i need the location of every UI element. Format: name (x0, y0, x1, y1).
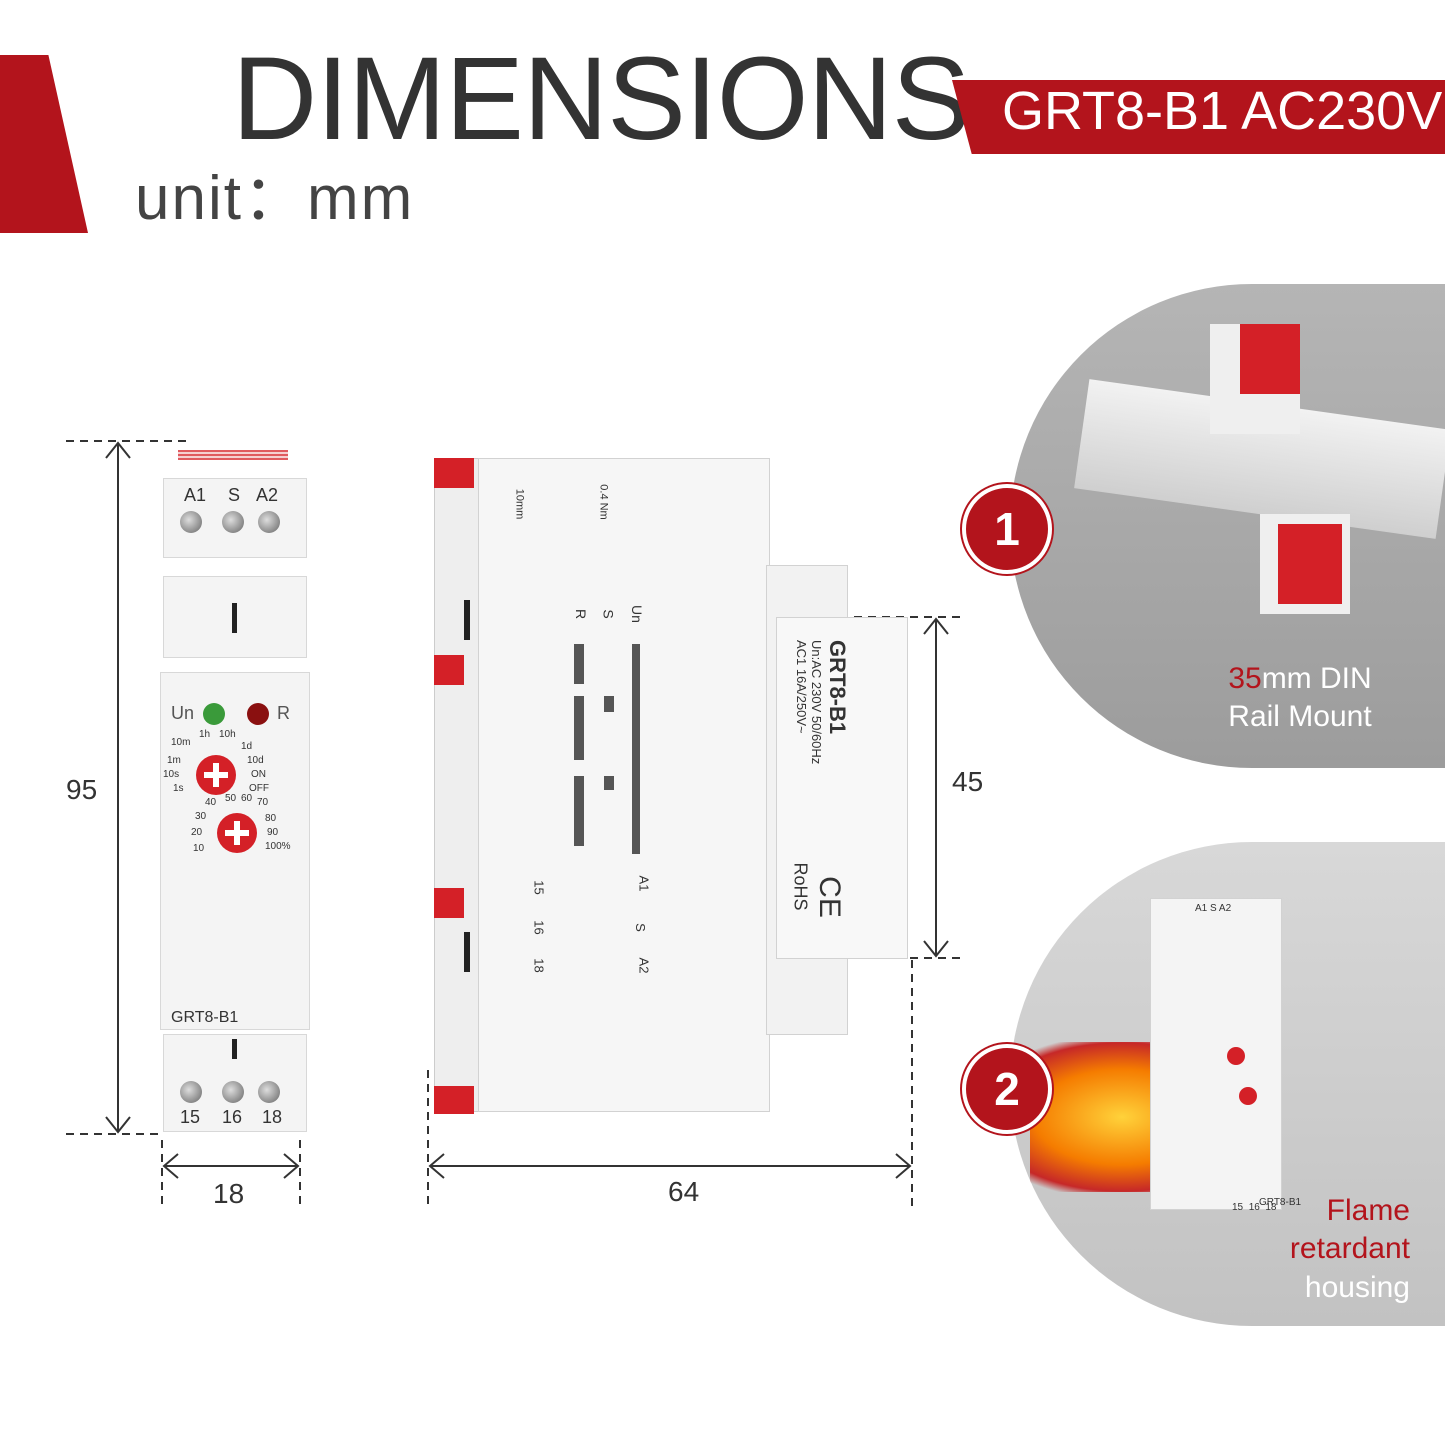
red-clip-icon (1240, 324, 1300, 394)
side-front-cover (776, 617, 908, 959)
strip-label: 10mm (513, 488, 526, 520)
flame-photo: A1 S A2 GRT8-B1 15 16 18 (1010, 842, 1445, 1326)
time-scale-label: 1m (167, 755, 181, 766)
percent-scale-label: 70 (257, 797, 269, 808)
unit-label: unit：mm (135, 164, 415, 233)
wiring-label: 16 (531, 920, 547, 935)
terminal-label: 18 (262, 1107, 283, 1127)
slot-marker (464, 600, 470, 640)
feature-2-caption: Flame retardant housing (1240, 1192, 1410, 1307)
feature-badge-1: 1 (962, 484, 1052, 574)
led-un-label: Un (171, 703, 195, 723)
screw-icon (222, 511, 244, 533)
percent-scale-label: 40 (205, 797, 217, 808)
percentage-knob[interactable] (217, 813, 257, 853)
mini-knob-icon (1227, 1047, 1245, 1065)
led-r-label: R (277, 703, 290, 723)
front-model-label: GRT8-B1 (171, 1009, 239, 1026)
feature-1-highlight: 35 (1228, 662, 1262, 695)
percent-scale-label: 30 (195, 811, 207, 822)
time-scale-label: ON (251, 769, 266, 780)
ce-mark: CE (812, 876, 846, 918)
time-scale-label: 10d (247, 755, 264, 766)
side-housing (478, 458, 770, 1112)
screw-icon (258, 1081, 280, 1103)
wiring-label: 15 (531, 880, 547, 895)
red-led-icon (247, 703, 269, 725)
red-clip-icon (434, 655, 464, 685)
wiring-label: A2 (636, 957, 652, 974)
slot-marker (232, 1039, 237, 1059)
mini-model-label: GRT8-B1 (1259, 1197, 1302, 1208)
feature-1-line2: Rail Mount (1228, 699, 1372, 733)
feature-2-line3: housing (1304, 1270, 1410, 1304)
green-led-icon (203, 703, 225, 725)
time-range-knob[interactable] (196, 755, 236, 795)
time-scale-label: 1h (199, 729, 211, 740)
terminal-label: A2 (256, 485, 279, 505)
red-clip-icon (434, 458, 474, 488)
terminal-label: 15 (180, 1107, 201, 1127)
torque-label: 0.4 Nm (597, 484, 610, 520)
dim-width-label: 18 (213, 1178, 245, 1209)
screw-icon (222, 1081, 244, 1103)
screw-icon (258, 511, 280, 533)
model-banner (952, 80, 1445, 154)
time-scale-label: 10h (219, 729, 236, 740)
feature-2-line1: Flame (1326, 1194, 1410, 1227)
percent-scale-label: 90 (267, 827, 279, 838)
mini-knob-icon (1239, 1087, 1257, 1105)
screw-icon (180, 511, 202, 533)
side-spec-line2: AC1 16A/250V~ (794, 640, 809, 734)
page-title: DIMENSIONS (232, 33, 970, 165)
mini-top-terminals: A1 S A2 (1195, 903, 1232, 914)
diagram-label-r: R (573, 608, 590, 620)
model-banner-text: GRT8-B1 AC230V (1002, 81, 1443, 141)
mini-bottom-terminals: 15 16 18 (1232, 1202, 1277, 1213)
dim-height-label: 95 (66, 774, 98, 805)
dim-front-height-label: 45 (952, 766, 984, 797)
time-scale-label: 10m (171, 737, 191, 748)
mini-relay-icon: A1 S A2 GRT8-B1 (1150, 898, 1301, 1210)
feature-2-line2: retardant (1289, 1232, 1410, 1266)
percent-scale-label: 10 (193, 843, 205, 854)
screw-icon (180, 1081, 202, 1103)
slot-marker (464, 932, 470, 972)
red-clip-icon (434, 888, 464, 918)
slot-marker (232, 603, 237, 633)
time-scale-label: 1d (241, 741, 253, 752)
percent-scale-label: 100% (265, 841, 291, 852)
diagram-label-un: Un (628, 605, 645, 623)
feature-1-caption: 35mm DIN Rail Mount (1200, 660, 1400, 735)
percent-scale-label: 60 (241, 793, 253, 804)
bottom-terminal-block: 15 16 18 (163, 1034, 307, 1132)
front-cover-upper (163, 576, 307, 658)
time-scale-label: 1s (173, 783, 184, 794)
top-terminal-block: A1 S A2 (163, 478, 307, 558)
feature-1-rest: mm DIN (1261, 662, 1372, 695)
time-scale-label: 10s (163, 769, 180, 780)
wiring-label: A1 (636, 875, 652, 892)
wiring-label: 18 (531, 958, 547, 973)
din-clip-top (178, 450, 288, 460)
dim-depth-label: 64 (668, 1176, 700, 1207)
red-clip-icon (434, 1086, 474, 1114)
rohs-label: RoHS (790, 862, 811, 911)
wiring-label: S (632, 923, 648, 932)
percent-scale-label: 20 (191, 827, 203, 838)
feature-badge-2: 2 (962, 1044, 1052, 1134)
percent-scale-label: 50 (225, 793, 237, 804)
diagram-label-s: S (600, 609, 617, 619)
terminal-label: A1 (184, 485, 207, 505)
time-scale-label: OFF (249, 783, 269, 794)
terminal-label: S (228, 485, 241, 505)
din-rail-photo (1010, 284, 1445, 768)
timing-diagram (574, 644, 640, 854)
control-panel: Un R 10m 1h 10h 1m 1d 10s 10d 1s ON OFF … (160, 672, 310, 1030)
terminal-label: 16 (222, 1107, 243, 1127)
percent-scale-label: 80 (265, 813, 277, 824)
red-clip-icon (1278, 524, 1342, 604)
